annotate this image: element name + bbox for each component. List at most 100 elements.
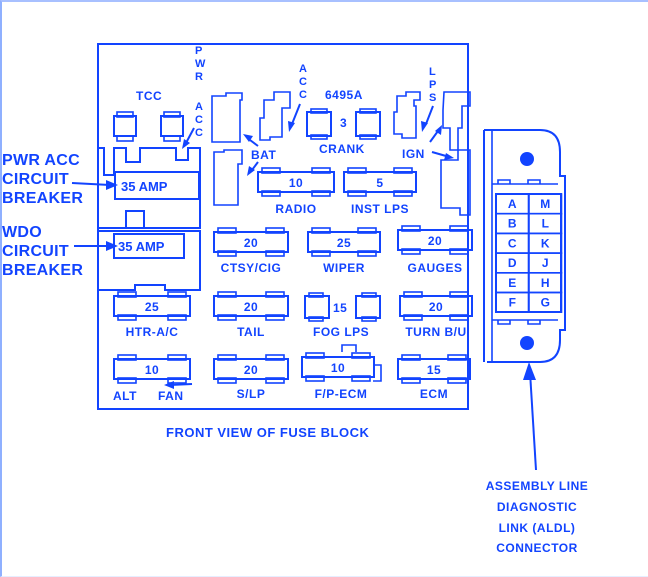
fuse-terminal <box>449 248 469 255</box>
acc-vertical-label: A C C <box>299 63 307 101</box>
aldl-pin-label: E <box>508 276 516 290</box>
fuse-terminal <box>447 354 467 361</box>
fuse-terminal <box>357 250 377 257</box>
fuse-value: 20 <box>244 363 258 377</box>
fuse-value: 25 <box>337 236 351 250</box>
fuse-block-caption: FRONT VIEW OF FUSE BLOCK <box>166 425 369 440</box>
fuse-value: 20 <box>244 300 258 314</box>
fuse-terminal <box>217 314 237 321</box>
fuse-value: 20 <box>429 300 443 314</box>
fuse-body <box>307 231 381 253</box>
relay-ign-lower <box>440 149 471 216</box>
fuse-terminal <box>305 352 325 359</box>
wdo-cb-housing <box>98 230 201 291</box>
svg-text:C: C <box>195 114 203 126</box>
fuse-value: 10 <box>289 176 303 190</box>
fuse-terminal <box>347 167 367 174</box>
fuse-terminal <box>311 167 331 174</box>
fuse-terminal <box>261 190 281 197</box>
fuse-fp-ecm: 10F/P-ECM <box>301 352 375 401</box>
svg-text:DIAGNOSTIC: DIAGNOSTIC <box>497 500 577 514</box>
relay-bat-upper <box>211 92 243 143</box>
aldl-pin-label: K <box>541 236 550 250</box>
fuse-terminal <box>401 354 421 361</box>
fuse-terminal <box>217 377 237 384</box>
aldl-pin-label: A <box>508 197 517 211</box>
fuse-terminal <box>117 354 137 361</box>
fuse-terminal <box>265 314 285 321</box>
arrow-head-icon <box>444 153 454 160</box>
cb-rating: 35 AMP <box>118 239 165 254</box>
fuse-body <box>213 295 289 317</box>
fuse-label: S/LP <box>237 387 266 401</box>
svg-text:L: L <box>429 66 436 78</box>
cb-tab <box>125 210 145 229</box>
fuse-terminal <box>357 227 377 234</box>
lps-leader <box>425 105 434 125</box>
arrow-head-icon <box>182 139 190 149</box>
svg-text:ASSEMBLY LINE: ASSEMBLY LINE <box>486 479 589 493</box>
fuse-body <box>113 295 191 317</box>
bat-label: BAT <box>251 148 276 162</box>
fuse-terminal <box>265 354 285 361</box>
fuse-terminal <box>167 314 187 321</box>
svg-text:A: A <box>299 63 307 75</box>
crank-relay-left <box>306 108 332 140</box>
fuse-label: TURN B/U <box>405 325 466 339</box>
fuse-terminal <box>265 291 285 298</box>
callout-line: CIRCUIT <box>2 243 69 260</box>
fuse-terminal <box>393 190 413 197</box>
crank-label: CRANK <box>319 142 365 156</box>
fuse-label: INST LPS <box>351 202 409 216</box>
fuse-terminal <box>449 291 469 298</box>
fuse-terminal <box>217 354 237 361</box>
fuse-terminal <box>265 227 285 234</box>
fuse-label: WIPER <box>323 261 365 275</box>
aldl-pin-label: C <box>508 236 517 250</box>
svg-text:A: A <box>195 101 203 113</box>
fuse-terminal <box>217 227 237 234</box>
fuse-body <box>397 358 471 380</box>
svg-text:S: S <box>429 92 436 104</box>
fuse-value: 25 <box>145 300 159 314</box>
ign-leader-up <box>429 130 439 143</box>
aldl-pin-label: J <box>542 256 549 270</box>
fuse-label: TAIL <box>237 325 265 339</box>
fuse-body <box>397 229 473 251</box>
svg-text:W: W <box>195 58 206 70</box>
tcc-fuse-right <box>160 111 184 142</box>
crank-value: 3 <box>340 116 347 130</box>
fuse-label: RADIO <box>275 202 316 216</box>
fuse-label: F/P-ECM <box>315 387 368 401</box>
fuse-terminal <box>117 377 137 384</box>
aldl-pin-label: M <box>540 197 550 211</box>
fuse-value: 20 <box>244 236 258 250</box>
arrow-head-icon <box>247 166 255 176</box>
fuse-body <box>343 171 417 193</box>
arrow-head-icon <box>523 362 536 380</box>
fuse-value: 20 <box>428 234 442 248</box>
fuse-terminal <box>449 225 469 232</box>
fuse-terminal <box>265 250 285 257</box>
aldl-pin-label: L <box>542 217 549 231</box>
aldl-pin-label: B <box>508 217 517 231</box>
fuse-terminal <box>393 167 413 174</box>
fuse-fog-lps <box>304 292 381 322</box>
fuse-value: 5 <box>376 176 383 190</box>
fuse-value: 10 <box>331 361 345 375</box>
relay-acc <box>259 91 291 141</box>
aldl-pin-cell <box>528 291 563 314</box>
aldl-pin-label: D <box>508 256 517 270</box>
fuse-body <box>113 358 191 380</box>
fuse-label-right: FAN <box>158 389 184 403</box>
fuse-terminal <box>401 248 421 255</box>
